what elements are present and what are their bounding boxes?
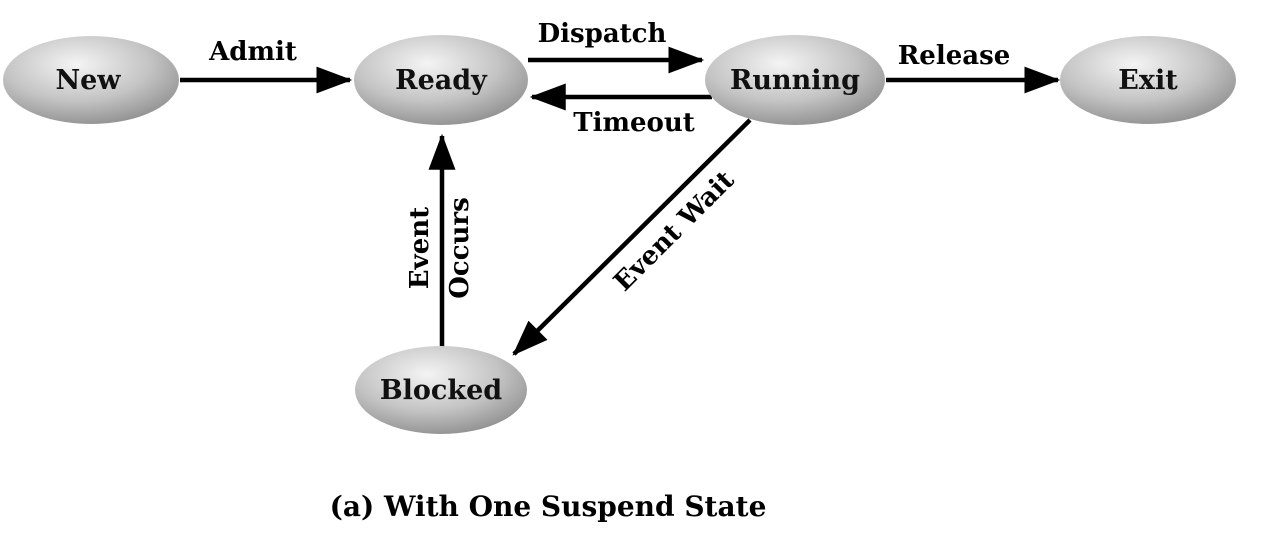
state-exit: Exit: [1060, 36, 1236, 124]
state-new: New: [3, 36, 179, 124]
event-occurs-label-line1: Event: [405, 207, 435, 289]
state-blocked-label: Blocked: [380, 375, 502, 406]
dispatch-label: Dispatch: [538, 19, 667, 49]
state-running: Running: [705, 35, 885, 125]
event-occurs-label-line2: Occurs: [445, 197, 475, 299]
state-ready: Ready: [354, 35, 528, 125]
figure-caption: (a) With One Suspend State: [330, 490, 767, 523]
transition-release: Release: [886, 41, 1061, 94]
state-new-label: New: [55, 65, 121, 96]
transition-event-wait: Event Wait: [512, 118, 752, 356]
transition-event-occurs: Event Occurs: [405, 133, 475, 347]
state-blocked: Blocked: [355, 346, 527, 434]
transition-admit: Admit: [180, 37, 353, 94]
release-label: Release: [898, 41, 1011, 71]
admit-label: Admit: [208, 37, 297, 67]
state-ready-label: Ready: [395, 65, 488, 96]
timeout-label: Timeout: [573, 108, 695, 138]
transition-timeout: Timeout: [529, 83, 712, 138]
state-exit-label: Exit: [1118, 65, 1178, 96]
event-wait-label: Event Wait: [608, 165, 740, 297]
transition-dispatch: Dispatch: [528, 19, 705, 74]
state-running-label: Running: [730, 65, 860, 96]
